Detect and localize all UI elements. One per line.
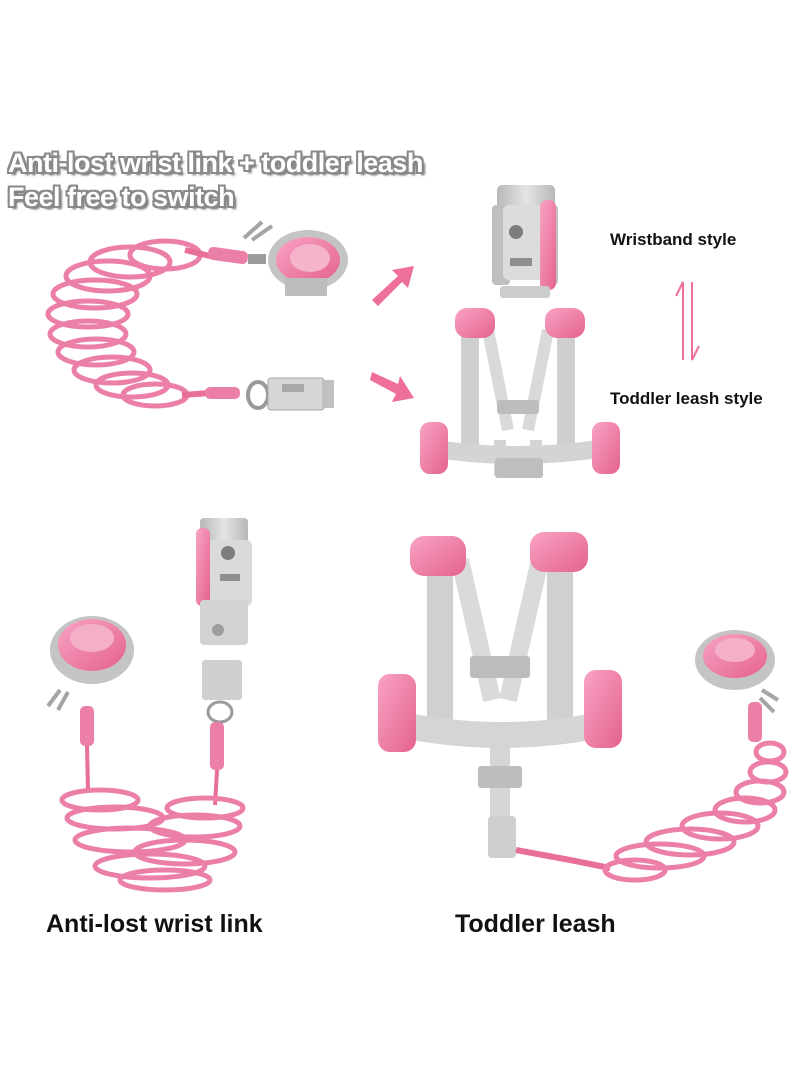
arrow-to-wristband	[372, 266, 414, 306]
wrist-link-image	[46, 518, 252, 893]
toddler-leash-style-label: Toddler leash style	[610, 389, 763, 408]
headline-line-1: Anti-lost wrist link + toddler leash	[8, 148, 423, 178]
wrist-link-caption: Anti-lost wrist link	[46, 910, 263, 938]
switch-arrows	[675, 281, 700, 361]
top-coiled-leash	[45, 220, 348, 411]
toddler-leash-image	[378, 532, 789, 883]
wristband-image	[492, 185, 558, 298]
headline-line-2: Feel free to switch	[8, 182, 235, 212]
toddler-harness-image	[420, 308, 620, 478]
arrow-to-toddler	[370, 372, 414, 402]
toddler-leash-caption: Toddler leash	[455, 910, 616, 938]
wristband-style-label: Wristband style	[610, 230, 737, 249]
